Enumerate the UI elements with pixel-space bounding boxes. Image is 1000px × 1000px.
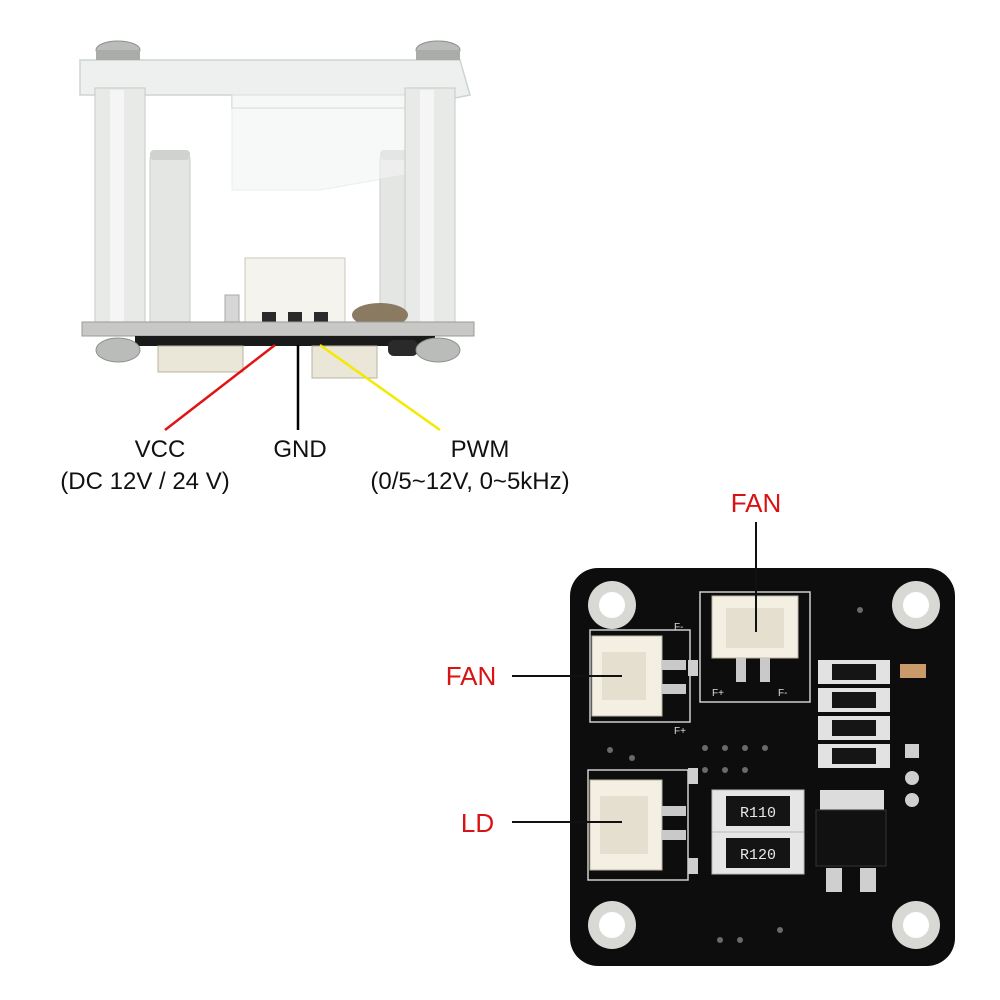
ld-connector bbox=[587, 769, 689, 881]
smd-component bbox=[900, 664, 926, 678]
standoff-highlight bbox=[110, 90, 124, 326]
mounting-hole bbox=[588, 581, 636, 629]
bottom-right-screw bbox=[415, 337, 461, 363]
acrylic-plate-rear bbox=[231, 107, 406, 191]
connector-pin bbox=[288, 312, 302, 324]
bottom-connector-left bbox=[157, 345, 244, 373]
mounting-hole bbox=[892, 901, 940, 949]
diode-array bbox=[818, 660, 890, 768]
silk-fan-top-minus: F- bbox=[778, 688, 787, 699]
smd-component bbox=[688, 858, 698, 874]
smd-component bbox=[688, 768, 698, 784]
smd-component bbox=[688, 660, 698, 676]
top-right-screw-body bbox=[416, 50, 460, 60]
resistor-r110-label: R110 bbox=[740, 805, 776, 822]
pwm-detail: (0/5~12V, 0~5kHz) bbox=[370, 468, 570, 495]
standoff-highlight bbox=[420, 90, 434, 326]
vcc-detail: (DC 12V / 24 V) bbox=[60, 468, 230, 495]
pwm-label: PWM bbox=[450, 436, 510, 463]
pcb-edge bbox=[81, 321, 475, 337]
ld-label: LD bbox=[460, 808, 495, 838]
top-left-screw-body bbox=[96, 50, 140, 60]
mosfet bbox=[815, 790, 887, 892]
resistor-r110 bbox=[711, 789, 805, 833]
pcb-top-view: R110 R120 F bbox=[512, 522, 955, 966]
pwm-wire bbox=[319, 343, 441, 432]
test-pads bbox=[905, 744, 919, 807]
resistor-r120 bbox=[711, 831, 805, 875]
mounting-hole bbox=[892, 581, 940, 629]
component bbox=[388, 340, 418, 356]
component-side bbox=[224, 294, 240, 326]
back-left-screw bbox=[150, 150, 190, 160]
pcb-black-layer bbox=[135, 336, 435, 346]
module-side-view bbox=[79, 40, 475, 432]
mounting-hole bbox=[588, 901, 636, 949]
vias bbox=[607, 607, 863, 943]
connector-pin bbox=[262, 312, 276, 324]
fan-left-label: FAN bbox=[445, 661, 497, 691]
vcc-wire bbox=[164, 344, 276, 431]
fan-top-label: FAN bbox=[730, 488, 782, 518]
capacitor bbox=[352, 303, 408, 327]
acrylic-plate-edge bbox=[231, 94, 406, 109]
silk-fan-top-plus: F+ bbox=[712, 688, 724, 699]
silk-fan-left-plus: F+ bbox=[674, 726, 686, 737]
gnd-label: GND bbox=[273, 436, 327, 463]
resistor-r120-label: R120 bbox=[740, 847, 776, 864]
bottom-left-screw bbox=[95, 337, 141, 363]
vcc-label: VCC bbox=[134, 436, 186, 463]
silk-fan-left-minus: F- bbox=[674, 622, 683, 633]
back-left-standoff bbox=[149, 157, 191, 329]
connector-pin bbox=[314, 312, 328, 324]
